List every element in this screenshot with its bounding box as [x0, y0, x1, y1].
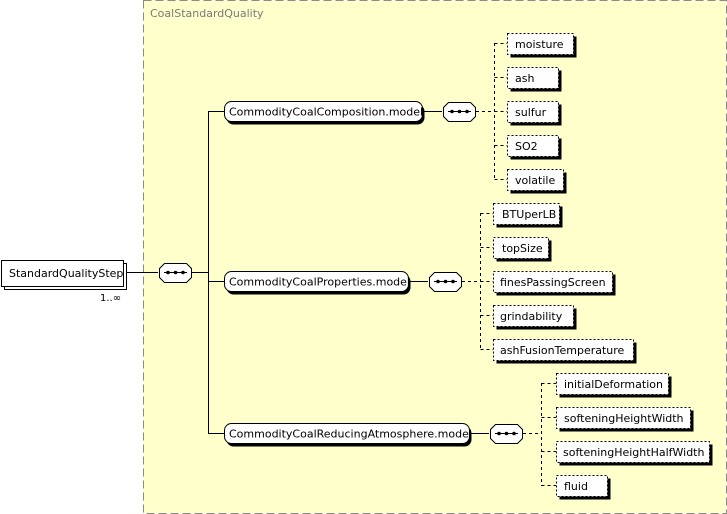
element-box[interactable]: ashFusionTemperature [493, 339, 637, 364]
model-box-properties[interactable]: CommodityCoalProperties.model [224, 271, 411, 295]
element-box[interactable]: ash [507, 67, 562, 92]
element-label: fluid [564, 480, 588, 493]
root-element-label: StandardQualityStep [9, 267, 123, 280]
element-box[interactable]: softeningHeightHalfWidth [556, 441, 713, 466]
optional-connector-lines [462, 43, 556, 486]
element-label: volatile [515, 174, 555, 187]
element-label: softeningHeightWidth [564, 412, 684, 425]
sequence-icon [429, 272, 462, 292]
element-label: finesPassingScreen [500, 276, 606, 289]
element-box[interactable]: fluid [556, 475, 611, 500]
element-box[interactable]: topSize [493, 237, 552, 262]
element-label: topSize [502, 242, 543, 255]
element-box[interactable]: sulfur [507, 101, 562, 126]
element-box[interactable]: volatile [507, 169, 567, 194]
element-label: ashFusionTemperature [500, 344, 625, 357]
element-label: moisture [515, 38, 564, 51]
element-box[interactable]: BTUperLB [493, 203, 563, 228]
sequence-icon [443, 102, 476, 122]
sequence-icon [490, 424, 523, 444]
element-label: softeningHeightHalfWidth [563, 446, 704, 459]
root-multiplicity: 1..∞ [100, 293, 121, 304]
element-box[interactable]: initialDeformation [556, 373, 672, 398]
element-box[interactable]: SO2 [507, 135, 562, 160]
group-label: CoalStandardQuality [150, 7, 264, 20]
sequence-icon [159, 263, 192, 283]
element-label: SO2 [515, 140, 538, 153]
element-label: BTUperLB [502, 208, 556, 221]
connector-lines [126, 111, 489, 434]
element-box[interactable]: moisture [507, 33, 577, 58]
model-box-composition[interactable]: CommodityCoalComposition.model [224, 101, 425, 125]
root-element[interactable]: StandardQualityStep [1, 260, 127, 290]
element-box[interactable]: softeningHeightWidth [556, 407, 694, 432]
element-label: ash [515, 72, 534, 85]
model-label: CommodityCoalProperties.model [229, 276, 410, 289]
model-label: CommodityCoalReducingAtmosphere.model [229, 428, 472, 441]
element-label: initialDeformation [564, 378, 663, 391]
element-label: grindability [500, 310, 563, 323]
element-box[interactable]: grindability [493, 305, 577, 330]
element-label: sulfur [515, 106, 547, 119]
element-box[interactable]: finesPassingScreen [493, 271, 616, 296]
model-box-reducing-atmosphere[interactable]: CommodityCoalReducingAtmosphere.model [224, 423, 472, 447]
model-label: CommodityCoalComposition.model [229, 106, 423, 119]
